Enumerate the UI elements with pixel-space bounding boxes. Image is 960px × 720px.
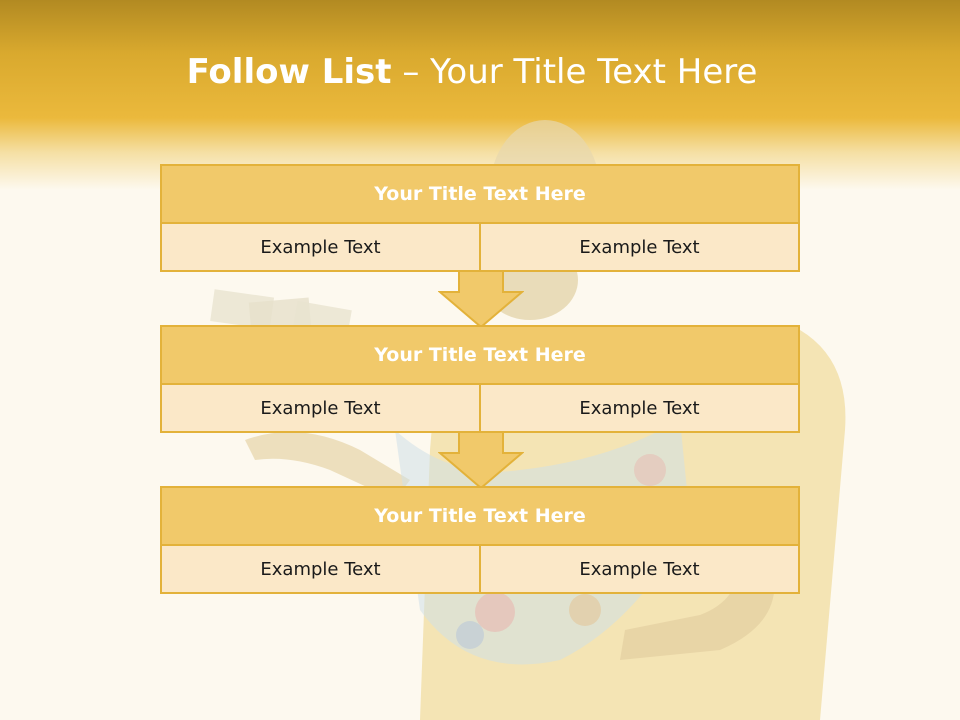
box-title: Your Title Text Here	[162, 166, 798, 224]
box-title: Your Title Text Here	[162, 488, 798, 546]
list-box-3: Your Title Text Here Example Text Exampl…	[160, 486, 800, 594]
title-bold: Follow List	[186, 52, 392, 92]
box-cell-left: Example Text	[260, 397, 381, 419]
box-row: Example Text Example Text	[162, 546, 798, 592]
box-title: Your Title Text Here	[162, 327, 798, 385]
list-box-1: Your Title Text Here Example Text Exampl…	[160, 164, 800, 272]
down-arrow-icon	[438, 431, 524, 489]
list-box-2: Your Title Text Here Example Text Exampl…	[160, 325, 800, 433]
box-row: Example Text Example Text	[162, 224, 798, 270]
box-cell-right: Example Text	[479, 546, 798, 592]
slide-title: Follow List – Your Title Text Here	[0, 52, 944, 92]
box-cell-left: Example Text	[260, 558, 381, 580]
box-cell-right: Example Text	[479, 385, 798, 431]
header-band	[0, 0, 960, 190]
down-arrow-icon	[438, 270, 524, 328]
box-row: Example Text Example Text	[162, 385, 798, 431]
box-cell-left: Example Text	[260, 236, 381, 258]
box-cell-right: Example Text	[479, 224, 798, 270]
title-rest: – Your Title Text Here	[402, 52, 758, 92]
